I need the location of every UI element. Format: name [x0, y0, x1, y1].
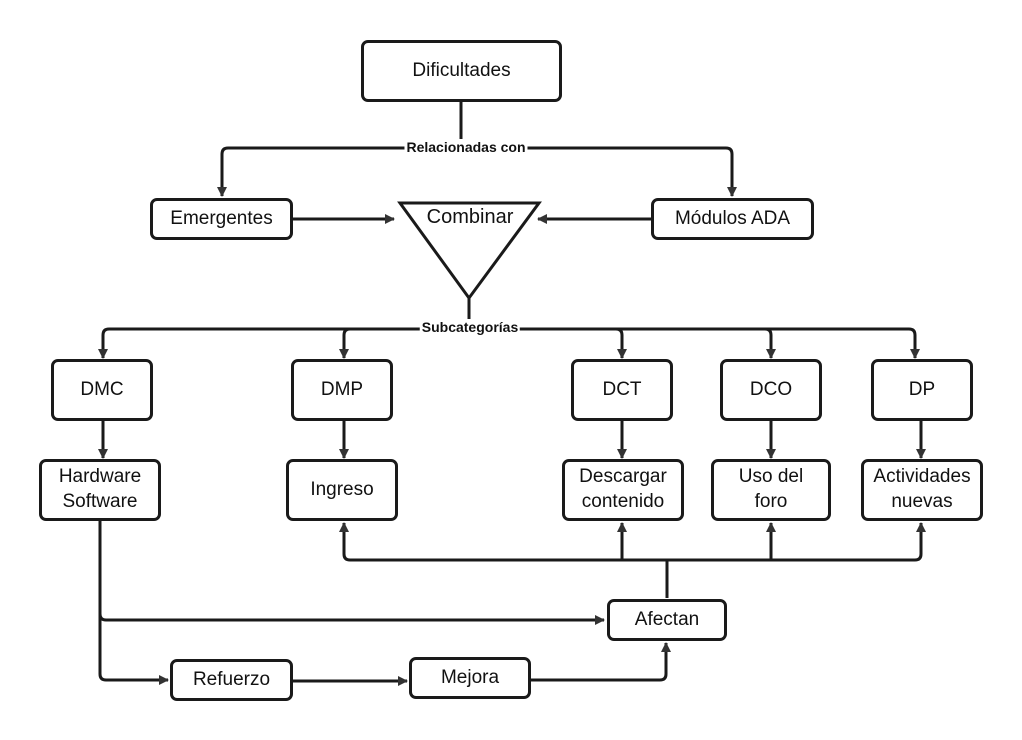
edge-relation-modulos — [461, 146, 737, 197]
node-dmp: DMP — [291, 359, 393, 421]
label-relacionadas-con: Relacionadas con — [404, 139, 528, 155]
node-dct: DCT — [571, 359, 673, 421]
node-emergentes: Emergentes — [150, 198, 293, 240]
node-dmc: DMC — [51, 359, 153, 421]
node-refuerzo: Refuerzo — [170, 659, 293, 701]
edge-relation-emergentes — [217, 146, 461, 197]
node-dp: DP — [871, 359, 973, 421]
node-dificultades: Dificultades — [361, 40, 562, 102]
detail-line: contenido — [581, 491, 665, 512]
label-subcategorias: Subcategorías — [419, 319, 521, 335]
node-combinar: Combinar — [426, 206, 514, 228]
node-uso-del-foro: Uso del foro — [711, 459, 831, 521]
combinar-triangle — [397, 201, 542, 301]
node-modulos-ada: Módulos ADA — [651, 198, 814, 240]
node-dco: DCO — [720, 359, 822, 421]
node-descargar-contenido: Descargar contenido — [562, 459, 684, 521]
node-mejora: Mejora — [409, 657, 531, 699]
detail-line: Uso del — [738, 466, 804, 488]
detail-line: Software — [62, 491, 138, 512]
detail-line: Actividades — [873, 466, 971, 488]
node-afectan: Afectan — [607, 599, 727, 641]
node-ingreso: Ingreso — [286, 459, 398, 521]
detail-line: Descargar — [579, 466, 667, 488]
node-hardware-software: Hardware Software — [39, 459, 161, 521]
subcategory-bus — [109, 327, 920, 359]
detail-line: nuevas — [891, 491, 953, 512]
node-actividades-nuevas: Actividades nuevas — [861, 459, 983, 521]
detail-line: foro — [754, 491, 788, 512]
detail-line: Hardware — [58, 466, 142, 488]
